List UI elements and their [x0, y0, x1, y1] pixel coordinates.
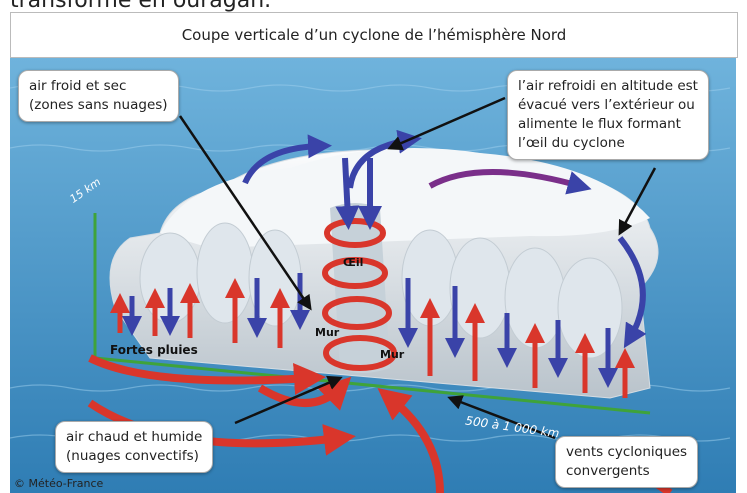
mur-right-label: Mur [380, 348, 404, 361]
callout-line: vents cycloniques [566, 443, 687, 462]
callout-vents: vents cycloniques convergents [555, 436, 698, 488]
fortes-pluies-label: Fortes pluies [110, 343, 198, 357]
callout-line: l’œil du cyclone [518, 134, 698, 153]
callout-line: air froid et sec [29, 77, 168, 96]
credit-text: © Météo-France [14, 477, 103, 490]
callout-line: alimente le flux formant [518, 115, 698, 134]
callout-line: (zones sans nuages) [29, 96, 168, 115]
callout-line: convergents [566, 462, 687, 481]
cyclone-scene: 15 km 500 à 1 000 km Œil Mur Mur Fortes … [10, 58, 736, 493]
callout-line: l’air refroidi en altitude est [518, 77, 698, 96]
callout-air-chaud: air chaud et humide (nuages convectifs) [55, 421, 213, 473]
mur-left-label: Mur [315, 326, 339, 339]
callout-air-froid: air froid et sec (zones sans nuages) [18, 70, 179, 122]
oeil-label: Œil [343, 256, 363, 269]
callout-air-refroidi: l’air refroidi en altitude est évacué ve… [507, 70, 709, 160]
callout-line: (nuages convectifs) [66, 447, 202, 466]
callout-line: évacué vers l’extérieur ou [518, 96, 698, 115]
callout-line: air chaud et humide [66, 428, 202, 447]
diagram-title: Coupe verticale d’un cyclone de l’hémisp… [10, 12, 738, 58]
